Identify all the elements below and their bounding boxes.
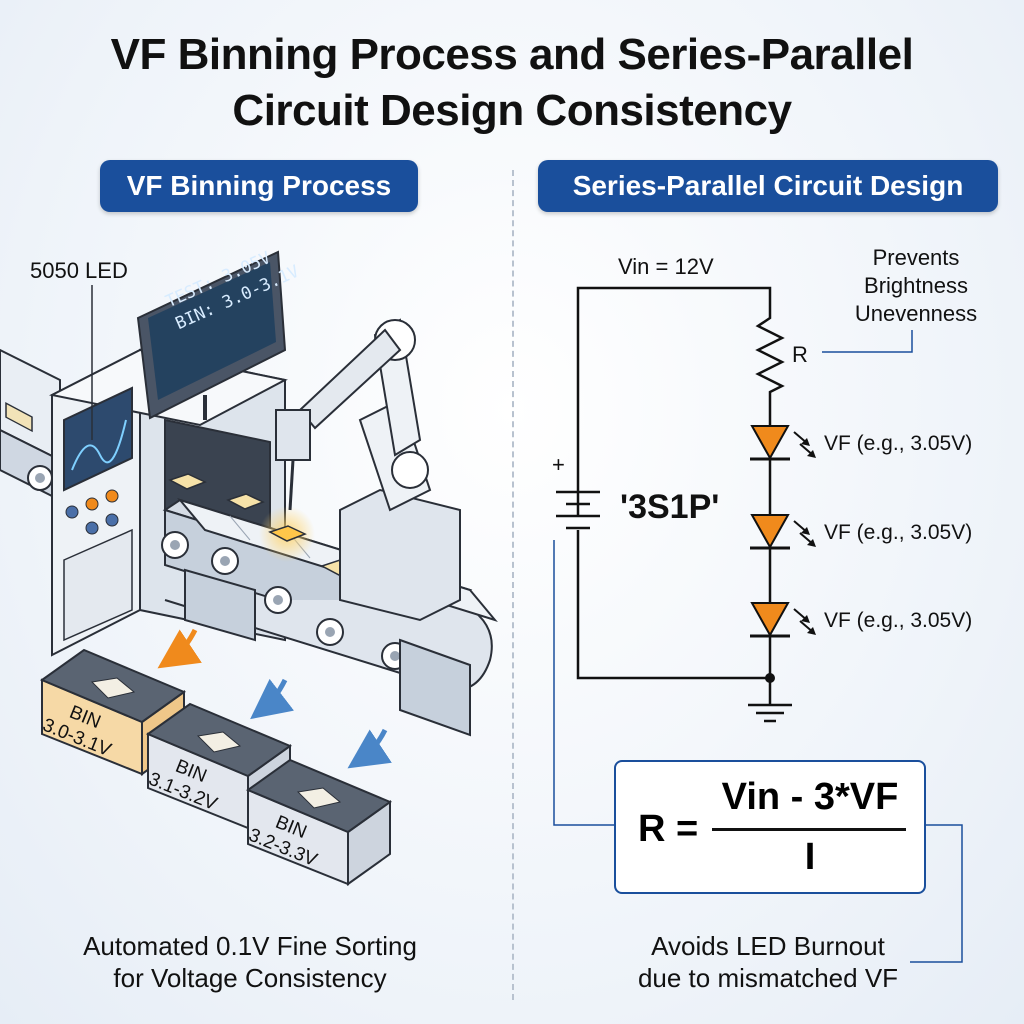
formula-numerator: Vin - 3*VF <box>721 776 899 818</box>
battery-plus-label: + <box>552 452 565 477</box>
circuit-caption: Avoids LED Burnout due to mismatched VF <box>596 930 940 994</box>
sort-arrows <box>157 628 392 769</box>
led-symbol-1 <box>750 425 816 461</box>
formula-denominator: I <box>804 836 816 878</box>
formula-fraction-bar <box>712 828 906 831</box>
binning-caption-line2: for Voltage Consistency <box>113 963 387 993</box>
resistor-formula: R = Vin - 3*VF I <box>614 760 926 894</box>
main-title-line1: VF Binning Process and Series-Parallel <box>110 30 914 79</box>
top-wire <box>576 286 772 515</box>
brightness-note-line3: Unevenness <box>854 301 978 326</box>
binning-machine-illustration <box>0 250 498 769</box>
led-vf-label-2: VF (e.g., 3.05V) <box>824 521 973 544</box>
bin-3 <box>245 758 393 886</box>
input-conveyor <box>0 348 61 502</box>
binning-section-header: VF Binning Process <box>100 160 418 212</box>
brightness-note-line1: Prevents <box>872 245 960 270</box>
configuration-label: '3S1P' <box>620 488 720 526</box>
circuit-caption-line2: due to mismatched VF <box>637 963 899 993</box>
robotic-arm <box>275 318 461 622</box>
binning-caption: Automated 0.1V Fine Sorting for Voltage … <box>40 930 460 994</box>
vin-label: Vin = 12V <box>618 254 714 279</box>
led-chips <box>168 473 415 604</box>
led-type-label: 5050 LED <box>30 258 128 283</box>
circuit-caption-line1: Avoids LED Burnout <box>651 931 885 961</box>
resistor-label: R <box>792 342 808 367</box>
led-symbol-3 <box>750 602 816 638</box>
formula-lhs: R = <box>638 808 699 850</box>
led-vf-label-1: VF (e.g., 3.05V) <box>824 432 973 455</box>
circuit-section-header: Series-Parallel Circuit Design <box>538 160 998 212</box>
brightness-note: Prevents Brightness Unevenness <box>838 244 994 328</box>
bottom-wire <box>576 530 772 705</box>
led-symbol-2 <box>750 514 816 550</box>
main-title-line2: Circuit Design Consistency <box>232 86 792 135</box>
brightness-note-line2: Brightness <box>864 273 968 298</box>
section-divider <box>512 170 514 1000</box>
binning-caption-line1: Automated 0.1V Fine Sorting <box>83 931 417 961</box>
resistor <box>755 310 785 425</box>
sorting-bins <box>39 648 393 886</box>
led-vf-label-3: VF (e.g., 3.05V) <box>824 609 973 632</box>
panel-screen <box>63 386 133 492</box>
